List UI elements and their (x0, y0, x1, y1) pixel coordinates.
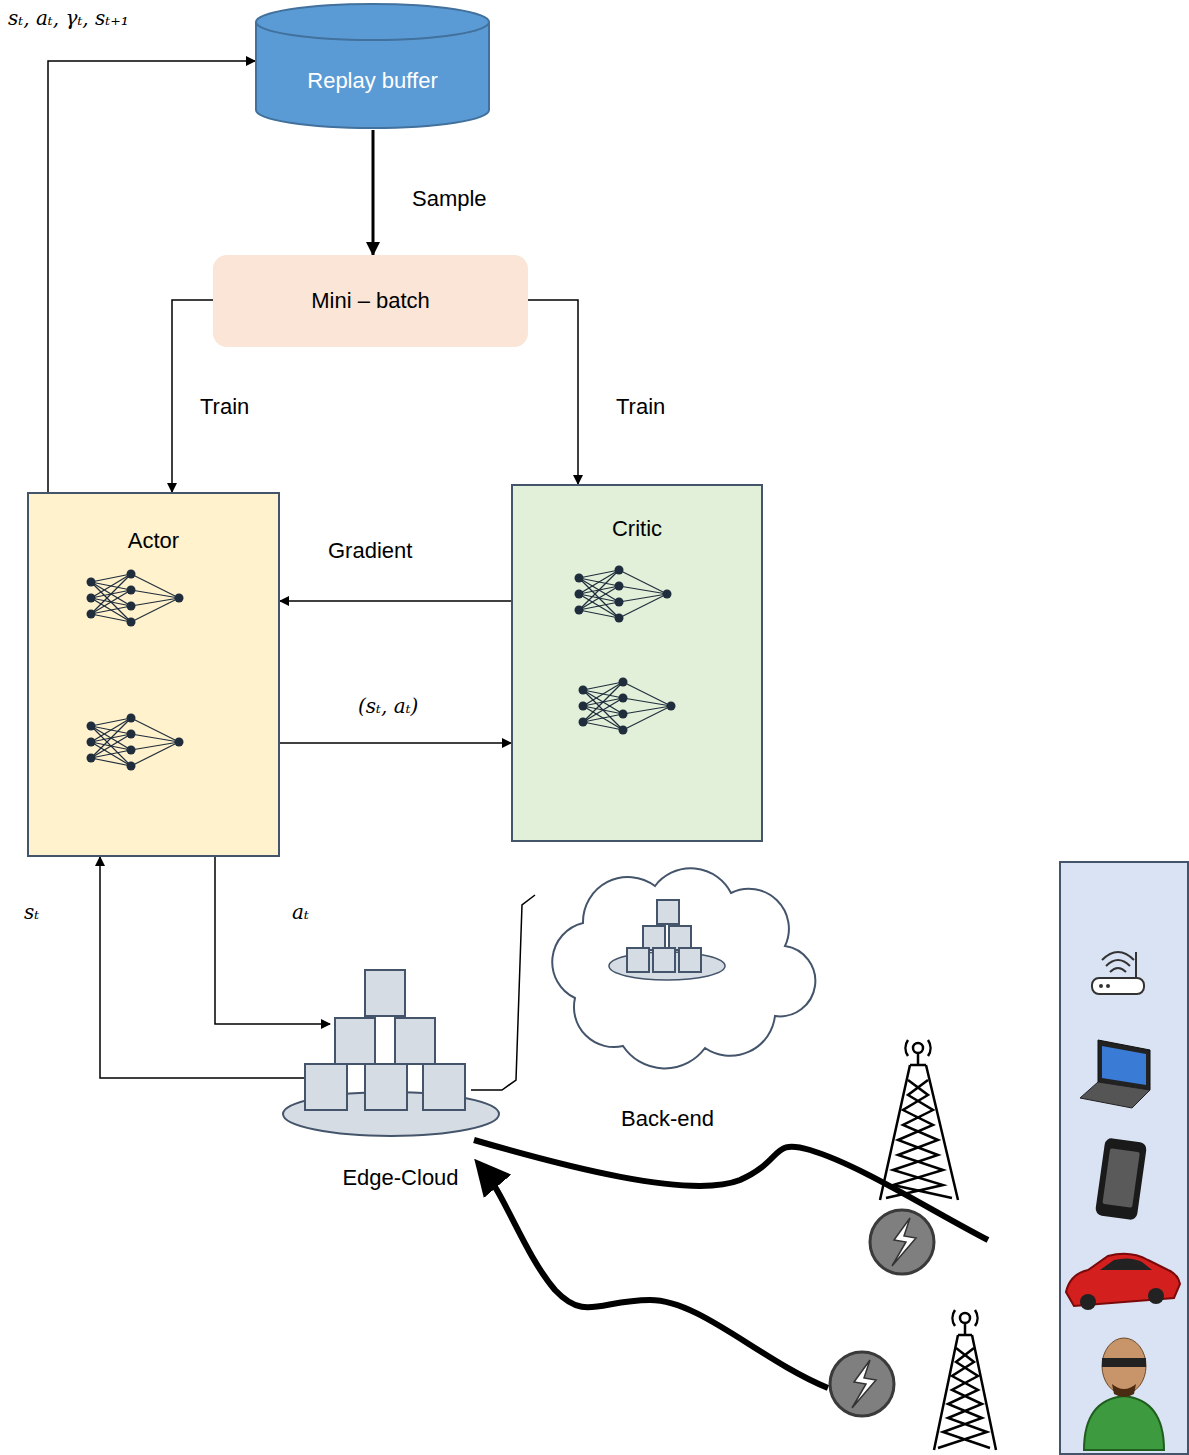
node-label: Actor (128, 528, 179, 554)
edge-label: Sample (410, 186, 489, 212)
connector-arrow (280, 742, 511, 744)
connector-arrow (215, 857, 330, 1024)
edge-label: Train (198, 394, 251, 420)
laptop-icon (1080, 1040, 1150, 1108)
router-icon (1092, 952, 1144, 994)
connector-arrow (528, 300, 578, 484)
node-shape (330, 968, 471, 1195)
critic-box: Critic (511, 484, 763, 842)
connector-arrow (471, 895, 535, 1090)
node-shape (255, 2, 490, 130)
backend-cloud: Back-end (535, 848, 800, 1138)
node-shape (535, 848, 800, 1138)
wireless-symbol (830, 1352, 894, 1416)
edge-label: Gradient (326, 538, 414, 564)
minibatch-box: Mini – batch (213, 255, 528, 347)
radio-tower (880, 1040, 958, 1200)
node-label: Mini – batch (311, 288, 430, 314)
neural-net-icon (575, 566, 672, 623)
neural-net-icon (579, 678, 676, 735)
edge-label: (sₜ, aₜ) (356, 694, 420, 718)
connector-arrow (372, 130, 375, 255)
wireless-link (482, 1168, 828, 1388)
car-icon (1066, 1254, 1180, 1310)
neural-net-icon (87, 714, 184, 771)
phone-icon (1095, 1137, 1147, 1220)
neural-net-icon (87, 570, 184, 627)
edge-label: sₜ (22, 900, 41, 924)
person-icon (1084, 1338, 1164, 1450)
edge-label: sₜ, aₜ, γₜ, sₜ₊₁ (6, 6, 131, 30)
radio-tower (934, 1310, 996, 1450)
node-label: Replay buffer (307, 68, 437, 94)
node-label: Back-end (621, 1106, 714, 1132)
actor-box: Actor (27, 492, 280, 857)
wireless-symbol (870, 1210, 934, 1274)
device-panel (1060, 862, 1188, 1454)
node-label: Edge-Cloud (342, 1165, 458, 1191)
connector-arrow (100, 857, 330, 1078)
node-label: Critic (612, 516, 662, 542)
replay-buffer-cylinder: Replay buffer (255, 2, 490, 130)
connector-arrow (280, 600, 511, 602)
edge-cloud-servers: Edge-Cloud (330, 968, 471, 1195)
edge-label: aₜ (290, 900, 311, 924)
edge-label: Train (614, 394, 667, 420)
